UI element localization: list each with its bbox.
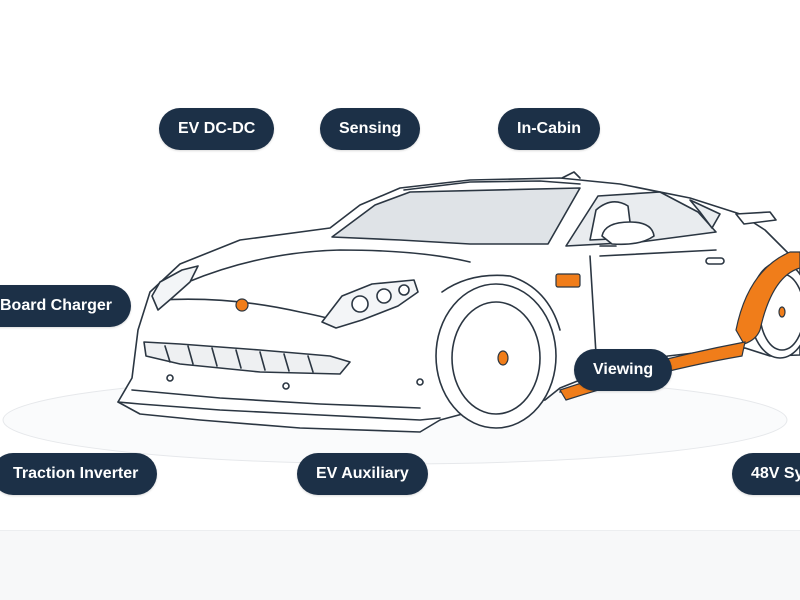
label-traction-inverter[interactable]: Traction Inverter xyxy=(0,453,158,495)
label-viewing[interactable]: Viewing xyxy=(574,349,673,391)
front-hub-accent xyxy=(497,350,509,366)
door-handle xyxy=(705,257,725,265)
hood-badge-accent xyxy=(235,298,249,312)
label-ev-auxiliary[interactable]: EV Auxiliary xyxy=(297,453,428,495)
bottom-band xyxy=(0,530,800,600)
side-mirror xyxy=(601,221,655,246)
rear-hub-accent xyxy=(778,306,786,318)
front-grille xyxy=(143,341,351,375)
left-headlight xyxy=(151,265,199,311)
label-on-board-charger[interactable]: Board Charger xyxy=(0,285,132,327)
label-in-cabin[interactable]: In-Cabin xyxy=(498,108,600,150)
right-headlight xyxy=(321,279,419,329)
rear-window xyxy=(689,199,721,229)
label-ev-dc-dc[interactable]: EV DC-DC xyxy=(159,108,275,150)
windshield xyxy=(331,187,581,245)
side-marker-accent xyxy=(555,273,581,288)
rear-arch-accent xyxy=(735,251,800,345)
label-48v-system[interactable]: 48V Sy xyxy=(732,453,800,495)
label-sensing[interactable]: Sensing xyxy=(320,108,421,150)
